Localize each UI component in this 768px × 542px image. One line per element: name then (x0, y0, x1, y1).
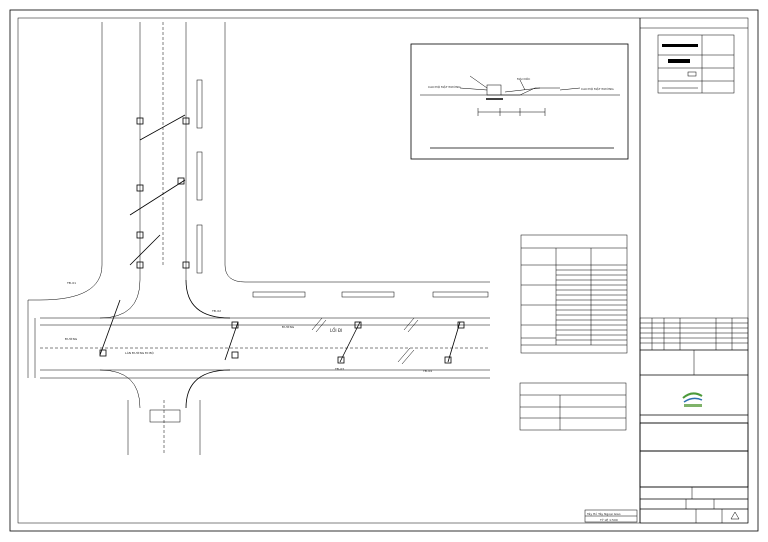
scale-line-1: Tây Hồ Tây Ngoại Giao (586, 512, 621, 516)
scale-line-2: TỶ LỆ 1:500 (599, 517, 618, 522)
drainage-pit (231, 321, 239, 329)
station-a-label: TĐ-01 (66, 281, 76, 285)
station-b-label: TĐ-02 (211, 309, 221, 313)
drainage-pit (444, 356, 452, 364)
road-plan: ĐƯỜNG LÀN ĐƯỜNG ĐI BỘ ĐƯỜNG LỐI ĐI TĐ-01… (27, 22, 490, 455)
legend-table (657, 34, 735, 94)
drainage-pit (231, 351, 239, 359)
quantity-table (520, 234, 628, 354)
drainage-pit (354, 321, 362, 329)
company-logo (682, 392, 703, 407)
title-block (639, 18, 749, 524)
station-c-label: TĐ-03 (334, 367, 344, 371)
revision-triangle-icon (730, 511, 740, 520)
drainage-pit (99, 349, 107, 357)
section-mid-label: MÁI DỐC (517, 76, 530, 81)
drainage-pit (457, 321, 465, 329)
drainage-pit (136, 231, 144, 239)
drainage-pit (136, 261, 144, 269)
outer-frame (9, 9, 759, 532)
section-left-label: CAO ĐỘ MẶT ĐƯỜNG (428, 84, 461, 89)
drainage-pit (136, 184, 144, 192)
lane-label: LÀN ĐƯỜNG ĐI BỘ (125, 350, 154, 355)
revision-table (639, 317, 749, 351)
drainage-pit (182, 117, 190, 125)
scale-stamp: Tây Hồ Tây Ngoại Giao TỶ LỆ 1:500 (584, 509, 638, 523)
inner-frame (17, 17, 749, 524)
road-left-label: ĐƯỜNG (65, 336, 78, 341)
section-detail: CAO ĐỘ MẶT ĐƯỜNG MÁI DỐC CAO ĐỘ MẶT ĐƯỜN… (410, 43, 629, 160)
section-right-label: CAO ĐỘ MẶT ĐƯỜNG (581, 86, 614, 91)
road-mid-label: ĐƯỜNG (282, 324, 295, 329)
drainage-pit (136, 117, 144, 125)
station-d-label: TĐ-04 (422, 369, 432, 373)
drainage-pit (337, 356, 345, 364)
drainage-pit (182, 261, 190, 269)
summary-table (519, 382, 627, 431)
crossing-label: LỐI ĐI (330, 328, 342, 333)
